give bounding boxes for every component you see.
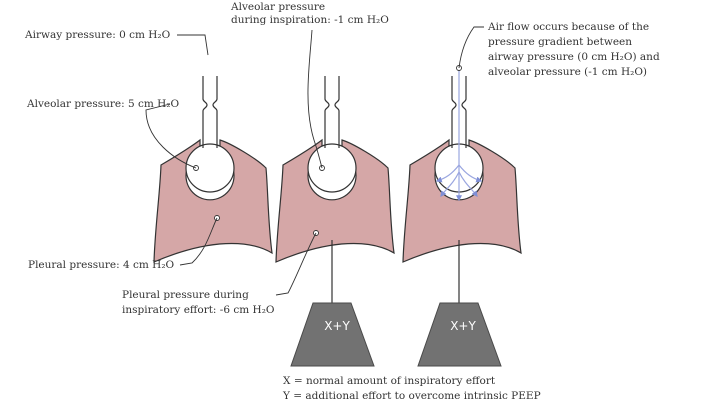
leader-lines	[145, 26, 484, 296]
weight-middle: X+Y	[290, 302, 375, 367]
airflow-label-line4: alveolar pressure (-1 cm H₂O)	[488, 66, 648, 78]
legend-y: Y = additional effort to overcome intrin…	[283, 390, 541, 402]
weight-middle-label: X+Y	[324, 319, 350, 333]
airflow-label-line2: pressure gradient between	[488, 36, 633, 48]
pleural-effort-label-line2: inspiratory effort: -6 cm H₂O	[122, 304, 275, 316]
airflow-label-line3: airway pressure (0 cm H₂O) and	[488, 51, 660, 63]
alveolar-insp-label-line2: during inspiration: -1 cm H₂O	[231, 14, 389, 26]
weight-right-label: X+Y	[450, 319, 476, 333]
pleural-effort-label-line1: Pleural pressure during	[122, 289, 249, 301]
airflow-arrows	[435, 70, 483, 202]
airway-pressure-label: Airway pressure: 0 cm H₂O	[25, 29, 171, 41]
weight-strings	[331, 240, 460, 303]
legend-x: X = normal amount of inspiratory effort	[283, 375, 496, 387]
pleural-pressure-label: Pleural pressure: 4 cm H₂O	[28, 259, 175, 271]
weight-right: X+Y	[417, 302, 502, 367]
lung-inspiratory-effort	[275, 75, 395, 263]
alveolar-insp-label-line1: Alveolar pressure	[231, 1, 326, 13]
airflow-label-line1: Air flow occurs because of the	[488, 21, 650, 33]
alveolar-pressure-label: Alveolar pressure: 5 cm H₂O	[27, 98, 180, 110]
